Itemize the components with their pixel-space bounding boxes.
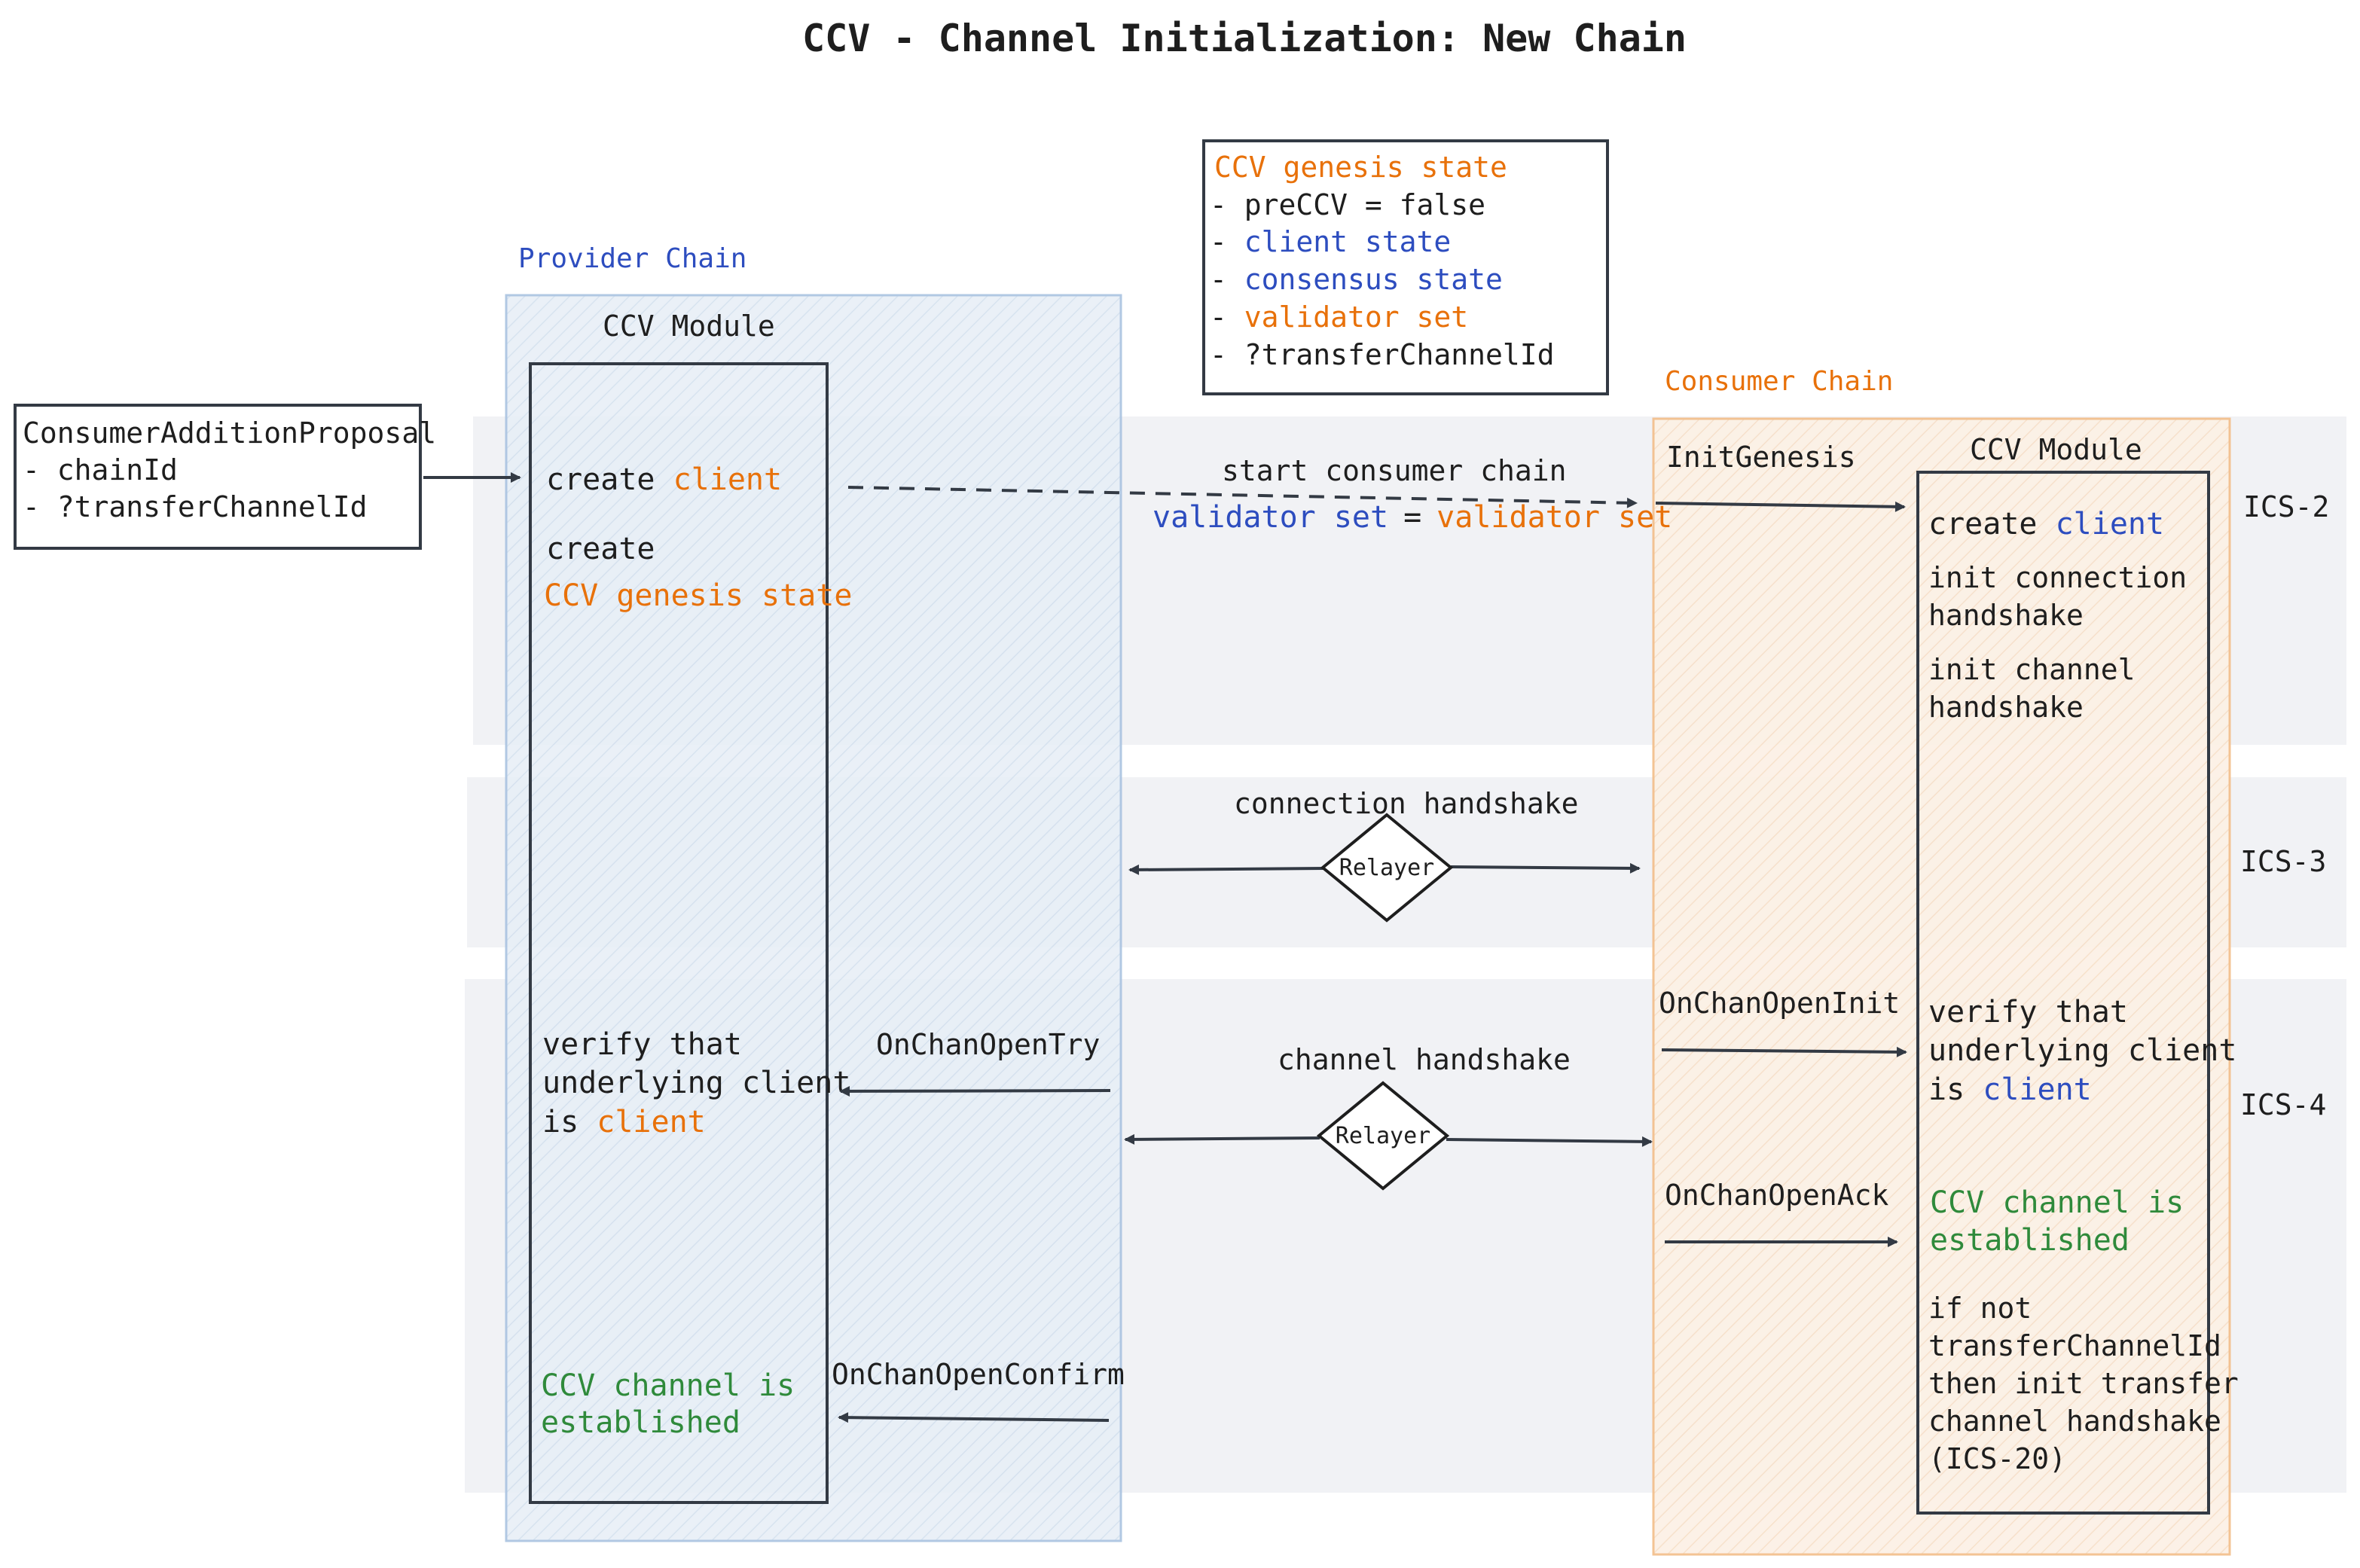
consumer-chain-label: Consumer Chain: [1665, 366, 1893, 397]
on-chan-open-ack-label: OnChanOpenAck: [1665, 1179, 1889, 1212]
consumer-ifnot-5: (ICS-20): [1928, 1442, 2066, 1475]
genesis-state-box: [1202, 139, 1609, 395]
consumer-init-connection-2: handshake: [1928, 599, 2084, 632]
consumer-ifnot-2: transferChannelId: [1928, 1329, 2221, 1362]
channel-arrow-left: [1124, 1133, 1320, 1145]
ics2-label: ICS-2: [2243, 490, 2329, 523]
genesis-transfer-channel: - ?transferChannelId: [1210, 338, 1555, 371]
provider-verify-1: verify that: [542, 1027, 742, 1062]
on-chan-open-init-label: OnChanOpenInit: [1659, 987, 1900, 1020]
proposal-title: ConsumerAdditionProposal: [23, 416, 436, 450]
genesis-consensus-state: consensus state: [1244, 263, 1503, 296]
relayer-label-1: Relayer: [1339, 855, 1434, 881]
provider-client-word: client: [673, 462, 783, 497]
equals-sign: =: [1403, 500, 1421, 535]
genesis-box-title: CCV genesis state: [1214, 151, 1507, 184]
consumer-verify-1: verify that: [1928, 995, 2128, 1030]
consumer-chain-region: [1652, 417, 2231, 1556]
consumer-addition-proposal-box: [14, 404, 422, 550]
on-chan-open-try-label: OnChanOpenTry: [876, 1028, 1100, 1061]
validator-set-left: validator set: [1153, 500, 1388, 535]
genesis-dash: -: [1210, 263, 1244, 296]
consumer-established-1: CCV channel is: [1930, 1185, 2184, 1220]
consumer-create-client-line: create client: [1928, 507, 2164, 541]
start-consumer-label: start consumer chain: [1222, 454, 1567, 487]
provider-established-2: established: [541, 1405, 740, 1440]
consumer-init-genesis: InitGenesis: [1666, 441, 1856, 474]
genesis-consensus-state-line: - consensus state: [1210, 263, 1503, 296]
consumer-verify-2: underlying client: [1928, 1033, 2236, 1068]
provider-chain-label: Provider Chain: [518, 243, 746, 274]
proposal-chainid: - chainId: [23, 453, 178, 487]
provider-chain-region: [505, 294, 1122, 1542]
provider-create-genesis: create: [546, 532, 655, 566]
consumer-ccv-module: [1916, 471, 2210, 1515]
provider-verify-3: is client: [542, 1105, 706, 1139]
init-genesis-arrow: [1655, 501, 1906, 512]
on-chan-open-init-arrow: [1661, 1046, 1907, 1057]
connection-arrow-right: [1450, 862, 1641, 874]
validator-set-equality: validator set = validator set: [1153, 500, 1672, 535]
consumer-ifnot-3: then init transfer: [1928, 1367, 2239, 1400]
consumer-module-label: CCV Module: [1970, 433, 2142, 466]
consumer-init-connection-1: init connection: [1928, 561, 2187, 594]
consumer-verify-3: is client: [1928, 1072, 2092, 1107]
relayer-label-2: Relayer: [1336, 1123, 1430, 1149]
on-chan-open-confirm-arrow: [838, 1412, 1110, 1423]
consumer-create-word: create: [1928, 507, 2056, 541]
consumer-init-channel-1: init channel: [1928, 653, 2136, 686]
provider-module-label: CCV Module: [603, 310, 775, 343]
channel-arrow-right: [1446, 1136, 1653, 1147]
provider-genesis-state: CCV genesis state: [544, 578, 852, 613]
genesis-validator-set: validator set: [1244, 300, 1468, 334]
validator-set-right: validator set: [1436, 500, 1672, 535]
diagram-title: CCV - Channel Initialization: New Chain: [802, 17, 1687, 60]
on-chan-open-confirm-label: OnChanOpenConfirm: [832, 1358, 1125, 1391]
provider-ccv-module: [529, 362, 829, 1504]
consumer-init-channel-2: handshake: [1928, 691, 2084, 724]
connection-arrow-left: [1128, 864, 1325, 875]
consumer-ifnot-1: if not: [1928, 1292, 2032, 1325]
provider-verify-client: client: [597, 1105, 706, 1139]
genesis-client-state: client state: [1244, 225, 1452, 258]
relayer-diamond-1: [1320, 813, 1454, 923]
genesis-dash: -: [1210, 300, 1244, 334]
consumer-established-2: established: [1930, 1223, 2129, 1258]
proposal-transfer-channel: - ?transferChannelId: [23, 490, 368, 523]
provider-established-1: CCV channel is: [541, 1368, 795, 1403]
provider-verify-2: underlying client: [542, 1066, 850, 1100]
genesis-validator-set-line: - validator set: [1210, 300, 1468, 334]
start-consumer-arrow: [847, 486, 1638, 508]
consumer-ifnot-4: channel handshake: [1928, 1405, 2221, 1438]
provider-is-word: is: [542, 1105, 597, 1139]
genesis-dash: -: [1210, 225, 1244, 258]
genesis-preccv: - preCCV = false: [1210, 188, 1485, 221]
connection-handshake-label: connection handshake: [1234, 787, 1579, 820]
provider-create-client-line: create client: [546, 462, 782, 497]
ics4-label: ICS-4: [2240, 1088, 2326, 1121]
consumer-verify-client: client: [1983, 1072, 2092, 1107]
channel-handshake-label: channel handshake: [1278, 1043, 1571, 1076]
consumer-is-word: is: [1928, 1072, 1983, 1107]
provider-create-word: create: [546, 462, 673, 497]
genesis-client-state-line: - client state: [1210, 225, 1451, 258]
ics3-label: ICS-3: [2240, 845, 2326, 878]
consumer-client-word: client: [2056, 507, 2165, 541]
relayer-diamond-2: [1316, 1081, 1450, 1191]
